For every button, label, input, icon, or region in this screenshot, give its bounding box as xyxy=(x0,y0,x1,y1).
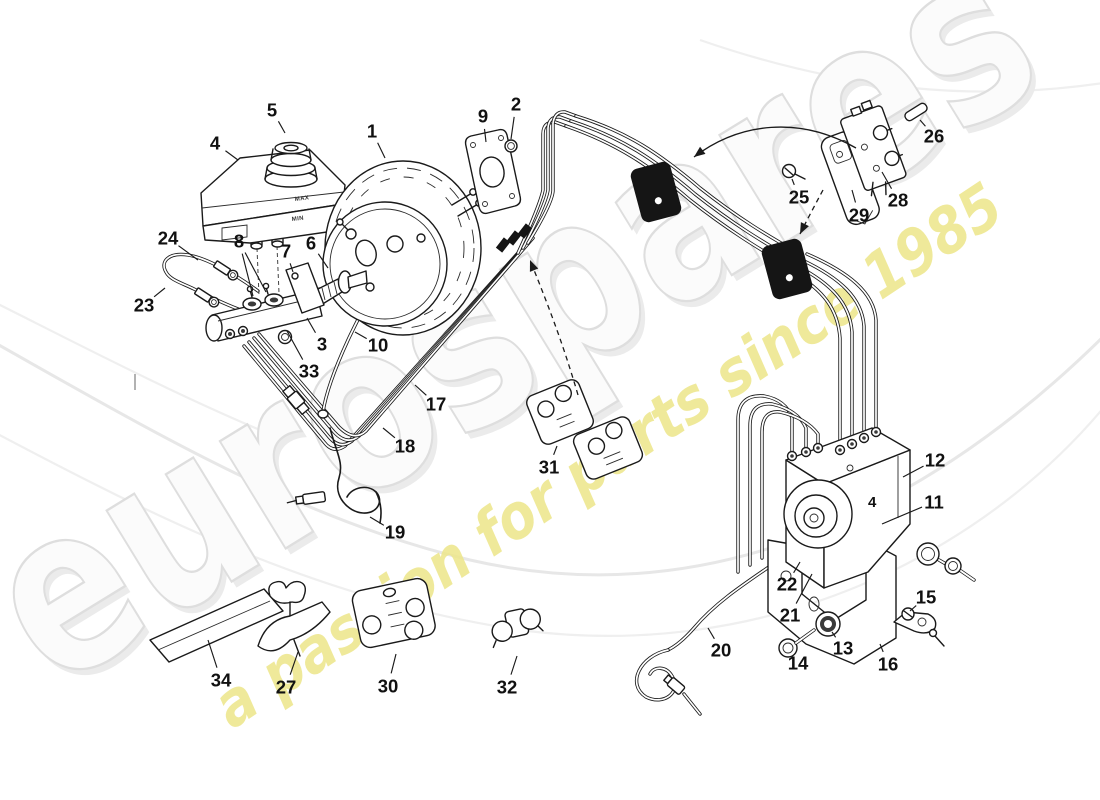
callout-16-label: 16 xyxy=(878,654,899,675)
callout-17-label: 17 xyxy=(426,394,447,415)
pipe-fittings xyxy=(194,223,686,695)
callout-1-label: 1 xyxy=(367,121,377,142)
clip-31-group xyxy=(526,379,644,480)
callout-2-label: 2 xyxy=(511,94,521,115)
callout-9-label: 9 xyxy=(478,106,488,127)
callout-23-label: 23 xyxy=(134,295,155,316)
callout-24-leader xyxy=(178,245,199,261)
callout-23-leader xyxy=(153,287,166,298)
reservoir-cap xyxy=(264,141,318,188)
background-swooshes xyxy=(0,38,1100,637)
master-cylinder-group xyxy=(205,262,368,419)
callout-8-leader xyxy=(241,253,254,297)
callout-7-label: 7 xyxy=(281,241,291,262)
callout-5-leader xyxy=(277,121,286,134)
callout-15-leader xyxy=(909,605,917,612)
callout-12-label: 12 xyxy=(925,450,946,471)
callout-33-label: 33 xyxy=(299,361,320,382)
callout-8-label: 8 xyxy=(234,231,244,252)
screw-25 xyxy=(781,163,806,180)
callout-1-leader xyxy=(377,142,386,159)
callout-4-label: 4 xyxy=(210,133,221,154)
callout-34-leader xyxy=(207,639,218,668)
callout-10-leader xyxy=(354,331,367,340)
callout-30-leader xyxy=(390,653,397,674)
callout-18-leader xyxy=(382,427,396,439)
reservoir-min-label: MIN xyxy=(292,216,305,223)
callout-25-leader xyxy=(791,178,795,186)
callout-13-leader xyxy=(831,631,837,638)
callout-8-leader xyxy=(244,252,267,293)
callout-27-leader xyxy=(289,651,299,675)
callout-5-label: 5 xyxy=(267,100,277,121)
callout-28-leader xyxy=(881,171,893,189)
callout-33-leader xyxy=(286,330,304,360)
callout-31-label: 31 xyxy=(539,457,560,478)
callout-32-label: 32 xyxy=(497,677,518,698)
pin-26 xyxy=(904,102,928,122)
callout-29-leader xyxy=(851,189,857,203)
callout-2-leader xyxy=(510,116,515,140)
callout-29-label: 29 xyxy=(849,205,870,226)
callout-16-leader xyxy=(879,643,884,653)
callout-layer: 1234567891011121314151617181920212223242… xyxy=(134,94,946,698)
callout-4-leader xyxy=(225,150,239,161)
clip-27-group xyxy=(257,580,331,657)
callout-12-leader xyxy=(902,465,924,478)
callout-3-leader xyxy=(306,317,317,334)
callout-11-label: 11 xyxy=(924,492,944,513)
callout-11-leader xyxy=(881,506,923,525)
reservoir-group: MAX MIN xyxy=(200,141,346,297)
callout-32-leader xyxy=(510,655,518,675)
callout-19-label: 19 xyxy=(385,522,406,543)
callout-20-leader xyxy=(707,627,715,640)
heat-shield-34 xyxy=(149,588,284,663)
callout-24-label: 24 xyxy=(158,228,179,249)
callout-20-label: 20 xyxy=(711,640,732,661)
callout-14-label: 14 xyxy=(788,653,809,674)
callout-25-label: 25 xyxy=(789,187,810,208)
callout-30-label: 30 xyxy=(378,676,399,697)
callout-21-label: 21 xyxy=(780,605,801,626)
pointer-arrowhead-3 xyxy=(694,146,706,157)
reservoir-max-label: MAX xyxy=(295,195,310,203)
callout-34-label: 34 xyxy=(211,670,232,691)
connector-group xyxy=(781,99,928,226)
abs-modulator-group: 4 xyxy=(767,426,976,665)
brake-pipes xyxy=(162,110,878,716)
callout-17-leader xyxy=(414,384,427,396)
callout-3-label: 3 xyxy=(317,334,327,355)
gasket-group xyxy=(464,128,522,215)
callout-22-label: 22 xyxy=(777,574,798,595)
callout-15-label: 15 xyxy=(916,587,937,608)
callout-19-leader xyxy=(369,516,385,526)
callout-10-label: 10 xyxy=(368,335,389,356)
clip-30-group xyxy=(351,577,436,649)
callout-31-leader xyxy=(553,445,558,456)
abs-unit-marking: 4 xyxy=(868,494,877,511)
arrow-layer xyxy=(529,126,857,396)
callout-22-leader xyxy=(793,561,801,574)
callout-18-label: 18 xyxy=(395,436,416,457)
pointer-arrow-3 xyxy=(693,126,857,158)
clip-32-group xyxy=(491,608,544,649)
callout-26-label: 26 xyxy=(924,126,945,147)
callout-7-leader xyxy=(289,263,294,273)
brake-servo-group xyxy=(295,160,483,336)
pipe-clip-blocks xyxy=(630,161,813,300)
sensor-wire xyxy=(286,427,382,524)
callout-26-leader xyxy=(919,119,926,127)
callout-6-label: 6 xyxy=(306,233,316,254)
callout-21-leader xyxy=(795,573,813,604)
pointer-arrow-1 xyxy=(529,259,579,396)
callout-9-leader xyxy=(483,128,487,143)
pointer-arrowhead-1 xyxy=(529,260,539,272)
callout-6-leader xyxy=(317,253,329,269)
callout-13-label: 13 xyxy=(833,638,854,659)
abs-unions xyxy=(786,426,882,462)
callout-28-label: 28 xyxy=(888,190,909,211)
pointer-arrowhead-2 xyxy=(800,222,809,234)
band-clips xyxy=(495,223,533,253)
callout-27-label: 27 xyxy=(276,677,297,698)
